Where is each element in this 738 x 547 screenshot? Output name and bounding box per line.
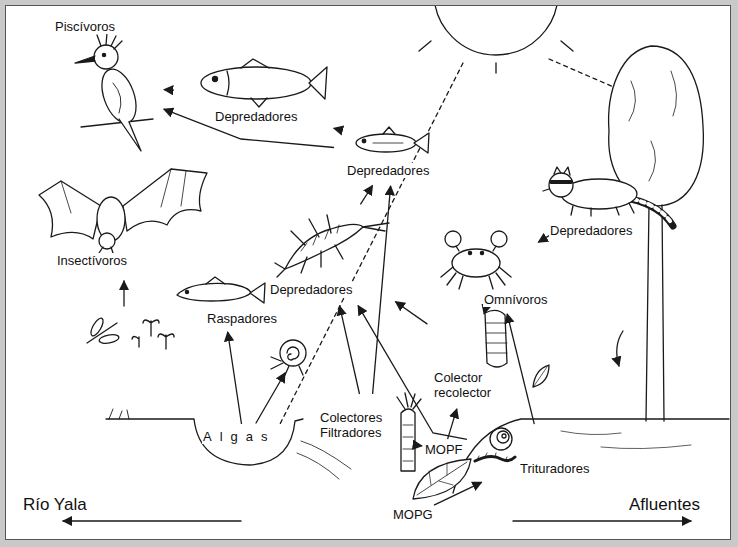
energy-flow-arrow [396, 302, 428, 324]
river-direction-label: Afluentes [627, 495, 702, 515]
organism-group: Omnívoros [441, 226, 551, 311]
dragonfly [87, 281, 124, 345]
organism-group: Raspadores [166, 273, 280, 329]
organism-group: Colectores Filtradores [319, 396, 419, 476]
predator-larva [275, 215, 389, 277]
organism-label: Trituradores [519, 461, 591, 476]
organism-group: MOPG [391, 506, 436, 524]
crab [441, 231, 511, 289]
organism-label: Insectívoros [56, 253, 128, 268]
leaf-litter [413, 365, 549, 499]
sun [419, 5, 573, 73]
organism-group: MOPF [423, 441, 466, 459]
energy-flow-arrow [333, 128, 335, 129]
energy-flow-arrow [340, 306, 360, 394]
organism-group: Algas [196, 426, 291, 448]
energy-flow-arrow [507, 314, 534, 424]
collector-larva [485, 310, 507, 367]
organism-group: Depredadores [263, 206, 393, 303]
river-bed [106, 409, 729, 493]
river-direction-label: Río Yala [21, 495, 89, 515]
scraper-fish [177, 277, 265, 303]
organism-label: Colectores Filtradores [319, 410, 395, 440]
organism-label: Algas [202, 429, 277, 444]
energy-flow-arrow [228, 332, 242, 424]
organism-label: Depredadores [549, 223, 633, 238]
filter-collector [397, 393, 421, 471]
snail [256, 340, 306, 423]
energy-flow-arrow [420, 445, 422, 446]
energy-flow-arrow [164, 89, 174, 91]
organism-group: Depredadores [541, 161, 661, 246]
organism-label: MOPF [424, 442, 464, 457]
organism-group: Trituradores [469, 426, 614, 481]
organism-label: Colector recolector [433, 370, 515, 400]
energy-flow-arrow [360, 186, 372, 205]
organism-group: Colector recolector [429, 306, 517, 406]
energy-flow-arrow [164, 109, 334, 147]
energy-flow-arrow [373, 186, 391, 394]
organism-group: Piscívoros [46, 15, 161, 157]
organism-group: Depredadores [336, 123, 451, 183]
organism-label: Depredadores [346, 163, 430, 178]
downstream-arrow [63, 520, 241, 521]
diagram-frame: PiscívorosDepredadoresDepredadoresInsect… [5, 5, 731, 540]
organism-group: Depredadores [176, 59, 331, 131]
organism-label: Omnívoros [483, 292, 549, 307]
bat [39, 169, 207, 253]
seedlings [132, 320, 174, 349]
food-web-illustration [5, 5, 731, 540]
organism-label: Raspadores [206, 311, 278, 326]
organism-label: Depredadores [269, 282, 353, 297]
connector-layer [5, 5, 731, 540]
upstream-arrow [513, 520, 691, 521]
shredder-snail-worm [475, 428, 515, 461]
organism-label: Depredadores [214, 109, 298, 124]
predator-fish [201, 59, 327, 107]
organism-label: MOPG [392, 507, 434, 522]
organism-group: Insectívoros [31, 161, 216, 273]
small-fish [356, 127, 429, 153]
node-layer: PiscívorosDepredadoresDepredadoresInsect… [5, 5, 731, 540]
kingfisher [75, 33, 153, 151]
energy-flow-arrow [434, 482, 482, 505]
energy-flow-arrow [448, 409, 457, 439]
organism-label: Piscívoros [54, 19, 116, 34]
raccoon [543, 167, 673, 226]
